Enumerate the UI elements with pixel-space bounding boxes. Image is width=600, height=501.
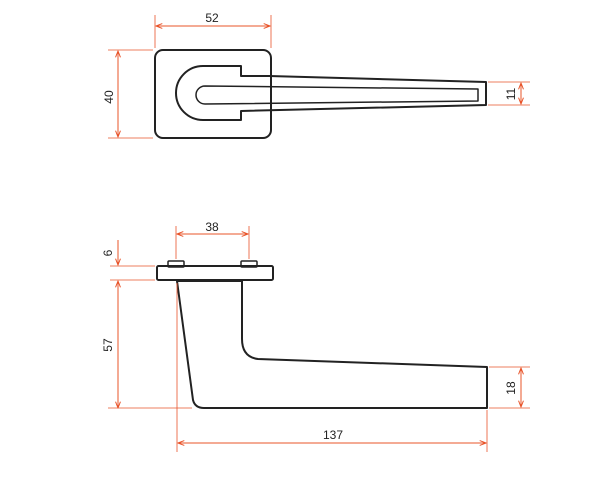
screw-head-right: [240, 260, 258, 268]
rose-plate-side: [156, 265, 274, 281]
dim-rose-height-label: 40: [102, 90, 116, 104]
top-view: 52 40 11: [102, 11, 530, 139]
rose-plate-top: [154, 49, 272, 139]
lever-outline-top: [175, 65, 487, 121]
side-view: 38 6 57 18 137: [101, 220, 530, 452]
screw-head-left: [167, 260, 185, 268]
dim-projection-length-label: 137: [323, 428, 343, 442]
lever-inner-line-top: [195, 85, 479, 105]
dim-lever-end-height-label: 18: [504, 381, 518, 395]
dim-rose-depth-label: 6: [101, 249, 115, 256]
lever-profile-side: [176, 280, 488, 409]
dim-screw-spacing-label: 38: [205, 220, 219, 234]
dim-lever-thickness-label: 11: [504, 87, 518, 100]
dim-lever-height-label: 57: [101, 338, 115, 352]
dim-rose-width-label: 52: [205, 11, 219, 25]
